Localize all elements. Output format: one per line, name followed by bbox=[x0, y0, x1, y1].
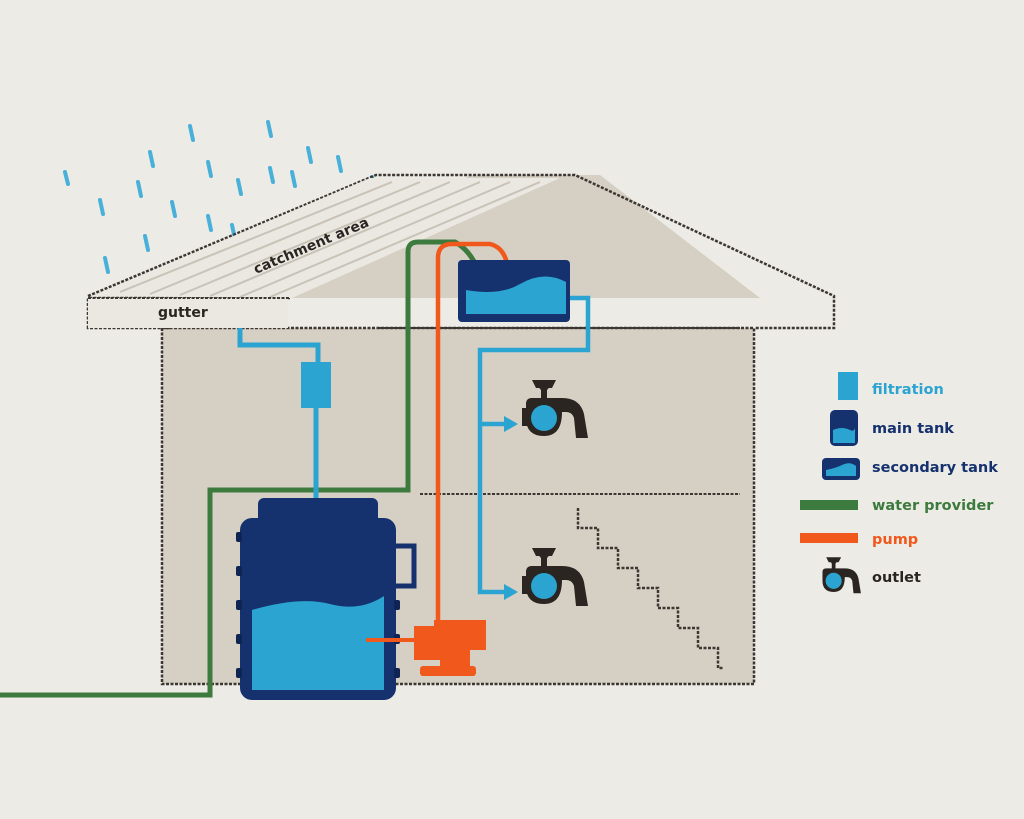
main-tank-icon bbox=[830, 410, 858, 446]
pump-line bbox=[435, 241, 511, 630]
legend-item-filtration: filtration bbox=[838, 372, 944, 400]
main-tank bbox=[236, 498, 417, 700]
outlet-tap-lower bbox=[522, 548, 588, 606]
legend-item-outlet: outlet bbox=[822, 557, 921, 594]
filtration-unit bbox=[301, 362, 331, 408]
legend-label-outlet: outlet bbox=[872, 570, 921, 586]
secondary-tank-icon bbox=[822, 458, 860, 480]
water-provider-swatch bbox=[800, 500, 858, 510]
water-provider-line bbox=[0, 239, 481, 698]
outlet-tap-upper bbox=[522, 380, 588, 438]
legend-label-secondary-tank: secondary tank bbox=[872, 460, 998, 476]
legend-label-water-provider: water provider bbox=[872, 498, 994, 514]
filtration-icon bbox=[838, 372, 858, 400]
legend-item-main-tank: main tank bbox=[830, 410, 954, 446]
secondary-tank bbox=[458, 260, 570, 322]
catchment-roof bbox=[92, 178, 560, 298]
outlet-icon bbox=[822, 557, 861, 594]
pump-swatch bbox=[800, 533, 858, 543]
legend-label-main-tank: main tank bbox=[872, 421, 954, 437]
legend-item-water-provider: water provider bbox=[800, 498, 994, 514]
outlet-distribution-line bbox=[477, 295, 591, 595]
gutter-downpipe bbox=[237, 328, 321, 362]
legend-item-pump: pump bbox=[800, 532, 918, 548]
pump-unit bbox=[366, 620, 486, 676]
roof-stripes bbox=[119, 181, 541, 298]
gutter-band bbox=[88, 298, 288, 328]
legend-item-secondary-tank: secondary tank bbox=[822, 458, 998, 480]
legend: filtration main tank secondary tank wate… bbox=[800, 372, 998, 594]
legend-label-pump: pump bbox=[872, 532, 918, 548]
legend-label-filtration: filtration bbox=[872, 382, 944, 398]
gutter-label: gutter bbox=[158, 305, 208, 321]
staircase bbox=[576, 508, 724, 670]
